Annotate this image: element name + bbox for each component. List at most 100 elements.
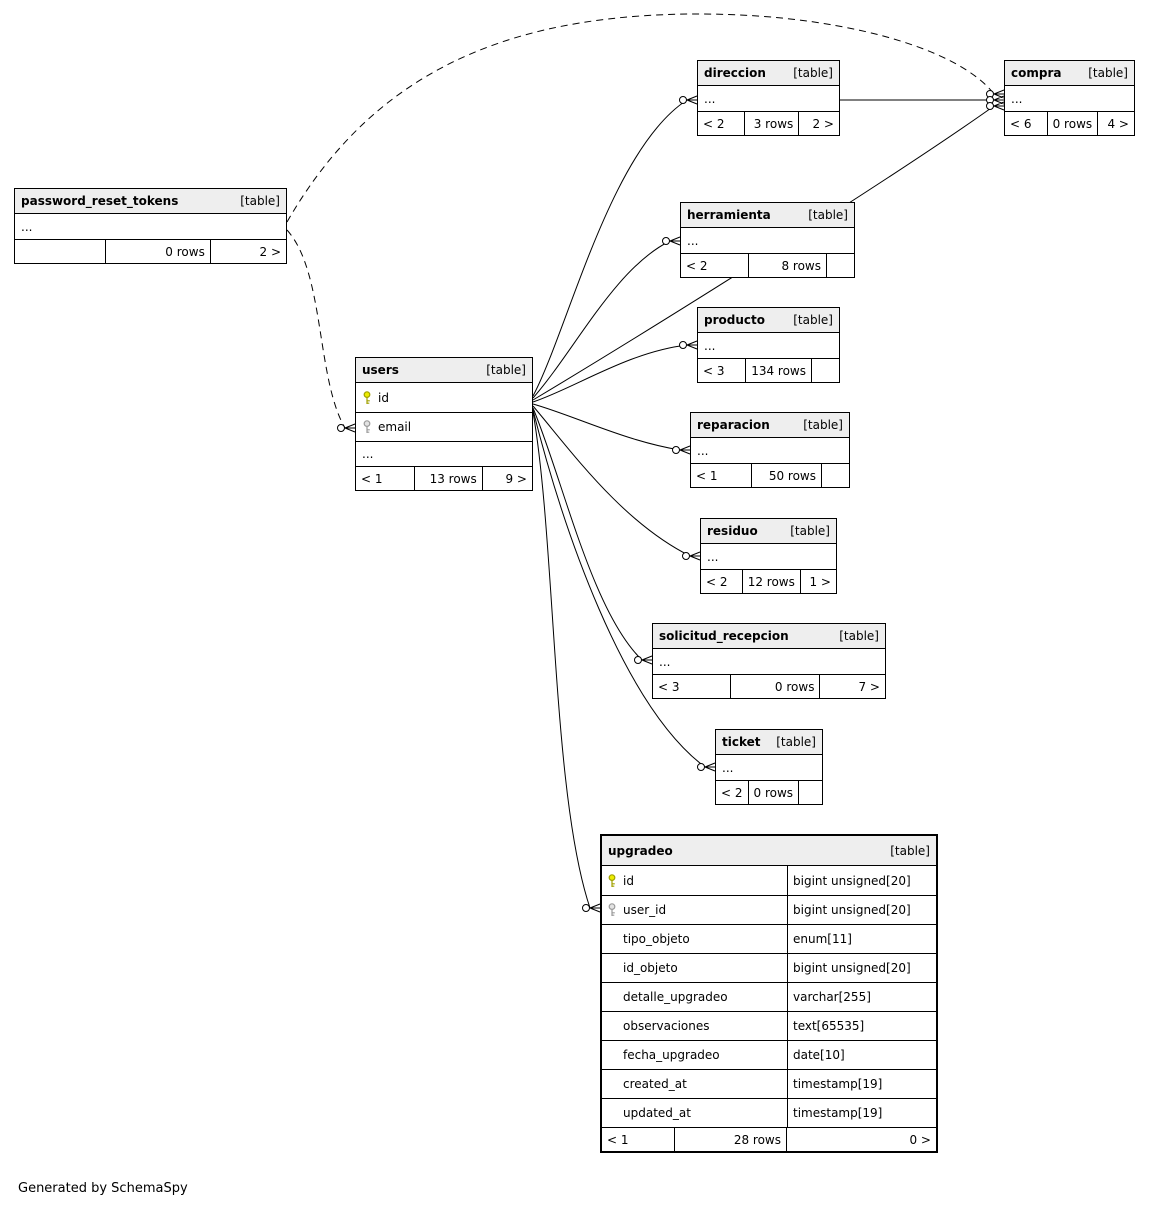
footer-in-degree: < 2 <box>703 116 725 131</box>
primary-key-icon <box>362 390 378 405</box>
table-name: ticket <box>722 735 761 749</box>
table-footer: < 1 13 rows 9 > <box>356 466 532 490</box>
footer-row-count: 0 rows <box>104 240 210 263</box>
column-name: detalle_upgradeo <box>623 990 728 1004</box>
rel-users-reparacion <box>532 403 681 451</box>
table-footer: < 2 3 rows 2 > <box>698 111 839 135</box>
table-name: herramienta <box>687 208 771 222</box>
table-compra[interactable]: compra [table] ... < 6 0 rows 4 > <box>1004 60 1135 136</box>
footer-out-degree <box>826 254 854 277</box>
table-header: upgradeo [table] <box>602 836 936 866</box>
table-footer: < 3 134 rows <box>698 358 839 382</box>
footer-in-degree: < 1 <box>361 471 383 486</box>
table-reparacion[interactable]: reparacion [table] ... < 1 50 rows <box>690 412 850 488</box>
column-name: id_objeto <box>623 961 678 975</box>
column-name: created_at <box>623 1077 687 1091</box>
table-header: ticket [table] <box>716 730 822 755</box>
table-name: compra <box>1011 66 1062 80</box>
table-footer: 0 rows 2 > <box>15 239 286 263</box>
footer-in-degree: < 2 <box>706 574 728 589</box>
columns-ellipsis: ... <box>691 438 849 463</box>
table-footer: < 2 8 rows <box>681 253 854 277</box>
column-type: text[65535] <box>787 1012 936 1040</box>
table-header: solicitud_recepcion [table] <box>653 624 885 649</box>
column-type: timestamp[19] <box>787 1070 936 1098</box>
rel-users-herramienta <box>532 240 671 399</box>
table-header: compra [table] <box>1005 61 1134 86</box>
unique-key-icon <box>362 420 378 434</box>
footer-out-degree: 2 > <box>209 240 286 263</box>
table-residuo[interactable]: residuo [table] ... < 2 12 rows 1 > <box>700 518 837 594</box>
relationship-lines <box>286 13 995 909</box>
footer-in-degree: < 3 <box>703 363 725 378</box>
generated-by-label: Generated by SchemaSpy <box>18 1181 188 1196</box>
table-name: reparacion <box>697 418 770 432</box>
column-row-created-at: created_at timestamp[19] <box>602 1069 936 1098</box>
footer-row-count: 8 rows <box>747 254 826 277</box>
footer-out-degree: 4 > <box>1097 112 1134 135</box>
column-name: tipo_objeto <box>623 932 690 946</box>
columns-ellipsis: ... <box>698 333 839 358</box>
column-row-user-id: user_id bigint unsigned[20] <box>602 895 936 924</box>
column-name: updated_at <box>623 1106 691 1120</box>
table-type-tag: [table] <box>486 363 526 377</box>
column-name: id <box>378 390 389 405</box>
table-direccion[interactable]: direccion [table] ... < 2 3 rows 2 > <box>697 60 840 136</box>
column-name: user_id <box>623 903 667 917</box>
table-producto[interactable]: producto [table] ... < 3 134 rows <box>697 307 840 383</box>
columns-ellipsis: ... <box>653 649 885 674</box>
columns-ellipsis: ... <box>1005 86 1134 111</box>
odot-ends <box>337 90 994 912</box>
columns-ellipsis: ... <box>701 544 836 569</box>
column-name: observaciones <box>623 1019 710 1033</box>
footer-row-count: 12 rows <box>741 570 800 593</box>
footer-in-degree: < 2 <box>721 785 743 800</box>
rel-users-residuo <box>532 405 691 557</box>
rel-users-ticket <box>532 409 706 768</box>
column-type: bigint unsigned[20] <box>787 954 936 982</box>
primary-key-icon <box>607 873 623 888</box>
table-solicitud-recepcion[interactable]: solicitud_recepcion [table] ... < 3 0 ro… <box>652 623 886 699</box>
table-type-tag: [table] <box>793 66 833 80</box>
table-upgradeo[interactable]: upgradeo [table] id bigint unsigned[20] <box>600 834 938 1153</box>
column-name: id <box>623 873 634 888</box>
footer-row-count: 28 rows <box>674 1128 786 1151</box>
column-row-updated-at: updated_at timestamp[19] <box>602 1098 936 1127</box>
footer-row-count: 13 rows <box>414 467 482 490</box>
table-header: residuo [table] <box>701 519 836 544</box>
column-row-observaciones: observaciones text[65535] <box>602 1011 936 1040</box>
table-header: users [table] <box>356 358 532 383</box>
footer-out-degree <box>798 781 826 804</box>
table-password-reset-tokens[interactable]: password_reset_tokens [table] ... 0 rows… <box>14 188 287 264</box>
column-row-email: email <box>356 412 532 441</box>
table-ticket[interactable]: ticket [table] ... < 2 0 rows <box>715 729 823 805</box>
rel-users-producto <box>532 344 688 403</box>
table-users[interactable]: users [table] id email ... < 1 1 <box>355 357 533 491</box>
footer-out-degree: 9 > <box>481 467 532 490</box>
rel-password-reset-tokens-compra <box>286 13 995 223</box>
foreign-key-icon <box>607 903 623 917</box>
table-type-tag: [table] <box>839 629 879 643</box>
footer-in-degree: < 6 <box>1010 116 1032 131</box>
footer-row-count: 3 rows <box>744 112 798 135</box>
columns-ellipsis: ... <box>356 441 532 466</box>
footer-row-count: 0 rows <box>729 675 820 698</box>
footer-in-degree: < 1 <box>607 1132 629 1147</box>
footer-row-count: 134 rows <box>745 359 811 382</box>
rel-users-solicitud-recepcion <box>532 407 643 661</box>
table-type-tag: [table] <box>808 208 848 222</box>
table-header: password_reset_tokens [table] <box>15 189 286 214</box>
footer-in-degree: < 1 <box>696 468 718 483</box>
columns-ellipsis: ... <box>698 86 839 111</box>
rel-users-upgradeo <box>532 411 591 909</box>
table-name: password_reset_tokens <box>21 194 179 208</box>
table-footer: < 6 0 rows 4 > <box>1005 111 1134 135</box>
table-type-tag: [table] <box>776 735 816 749</box>
table-type-tag: [table] <box>890 843 930 858</box>
crowfoot-ends <box>344 89 1005 913</box>
table-herramienta[interactable]: herramienta [table] ... < 2 8 rows <box>680 202 855 278</box>
table-footer: < 1 50 rows <box>691 463 849 487</box>
table-header: direccion [table] <box>698 61 839 86</box>
column-row-fecha-upgradeo: fecha_upgradeo date[10] <box>602 1040 936 1069</box>
table-footer: < 1 28 rows 0 > <box>602 1127 936 1151</box>
